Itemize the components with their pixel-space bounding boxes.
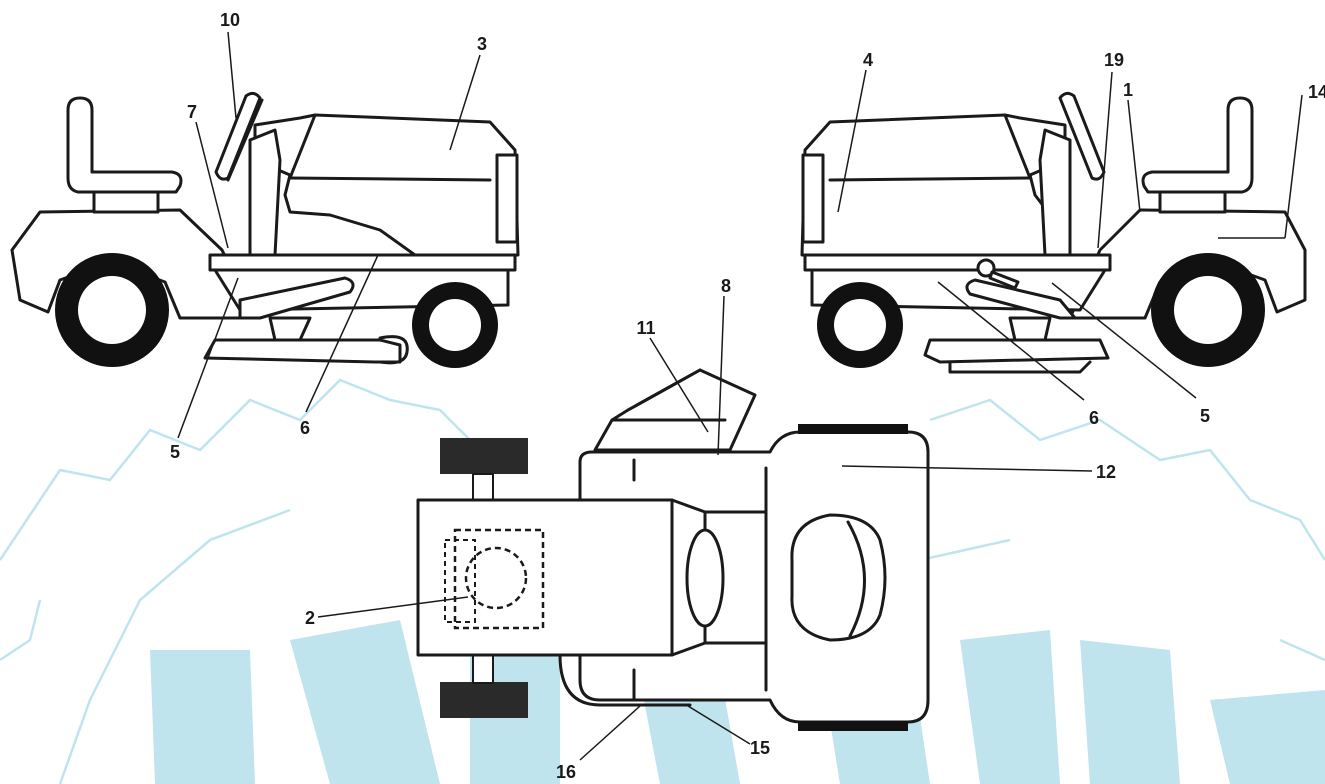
tractor-top-view <box>416 368 930 731</box>
callout-5-left: 5 <box>170 442 180 462</box>
callout-15-top: 15 <box>750 738 770 758</box>
callout-6-left: 6 <box>300 418 310 438</box>
callout-1-right: 1 <box>1123 80 1133 100</box>
tractor-side-view-right <box>800 91 1307 374</box>
top-callouts: 8 11 12 2 16 15 <box>305 276 1116 782</box>
watermark-gear-left <box>0 378 482 784</box>
callout-5-right: 5 <box>1200 406 1210 426</box>
callout-16-top: 16 <box>556 762 576 782</box>
left-leader-lines <box>177 31 481 439</box>
callout-6-right: 6 <box>1089 408 1099 428</box>
callout-4-right: 4 <box>863 50 873 70</box>
callout-11-top: 11 <box>636 318 655 338</box>
right-callouts: 4 19 1 14 6 5 <box>863 50 1325 428</box>
callout-14-right: 14 <box>1308 82 1325 102</box>
callout-10-left: 10 <box>220 10 240 30</box>
tractor-side-view-left <box>10 91 520 368</box>
left-callouts: 10 3 7 5 6 <box>170 10 487 462</box>
right-leader-lines <box>837 69 1303 401</box>
callout-19-right: 19 <box>1104 50 1124 70</box>
callout-3-left: 3 <box>477 34 487 54</box>
top-leader-lines <box>317 295 1093 761</box>
callout-2-top: 2 <box>305 608 315 628</box>
callout-7-left: 7 <box>187 102 197 122</box>
callout-12-top: 12 <box>1096 462 1116 482</box>
callout-8-top: 8 <box>721 276 731 296</box>
